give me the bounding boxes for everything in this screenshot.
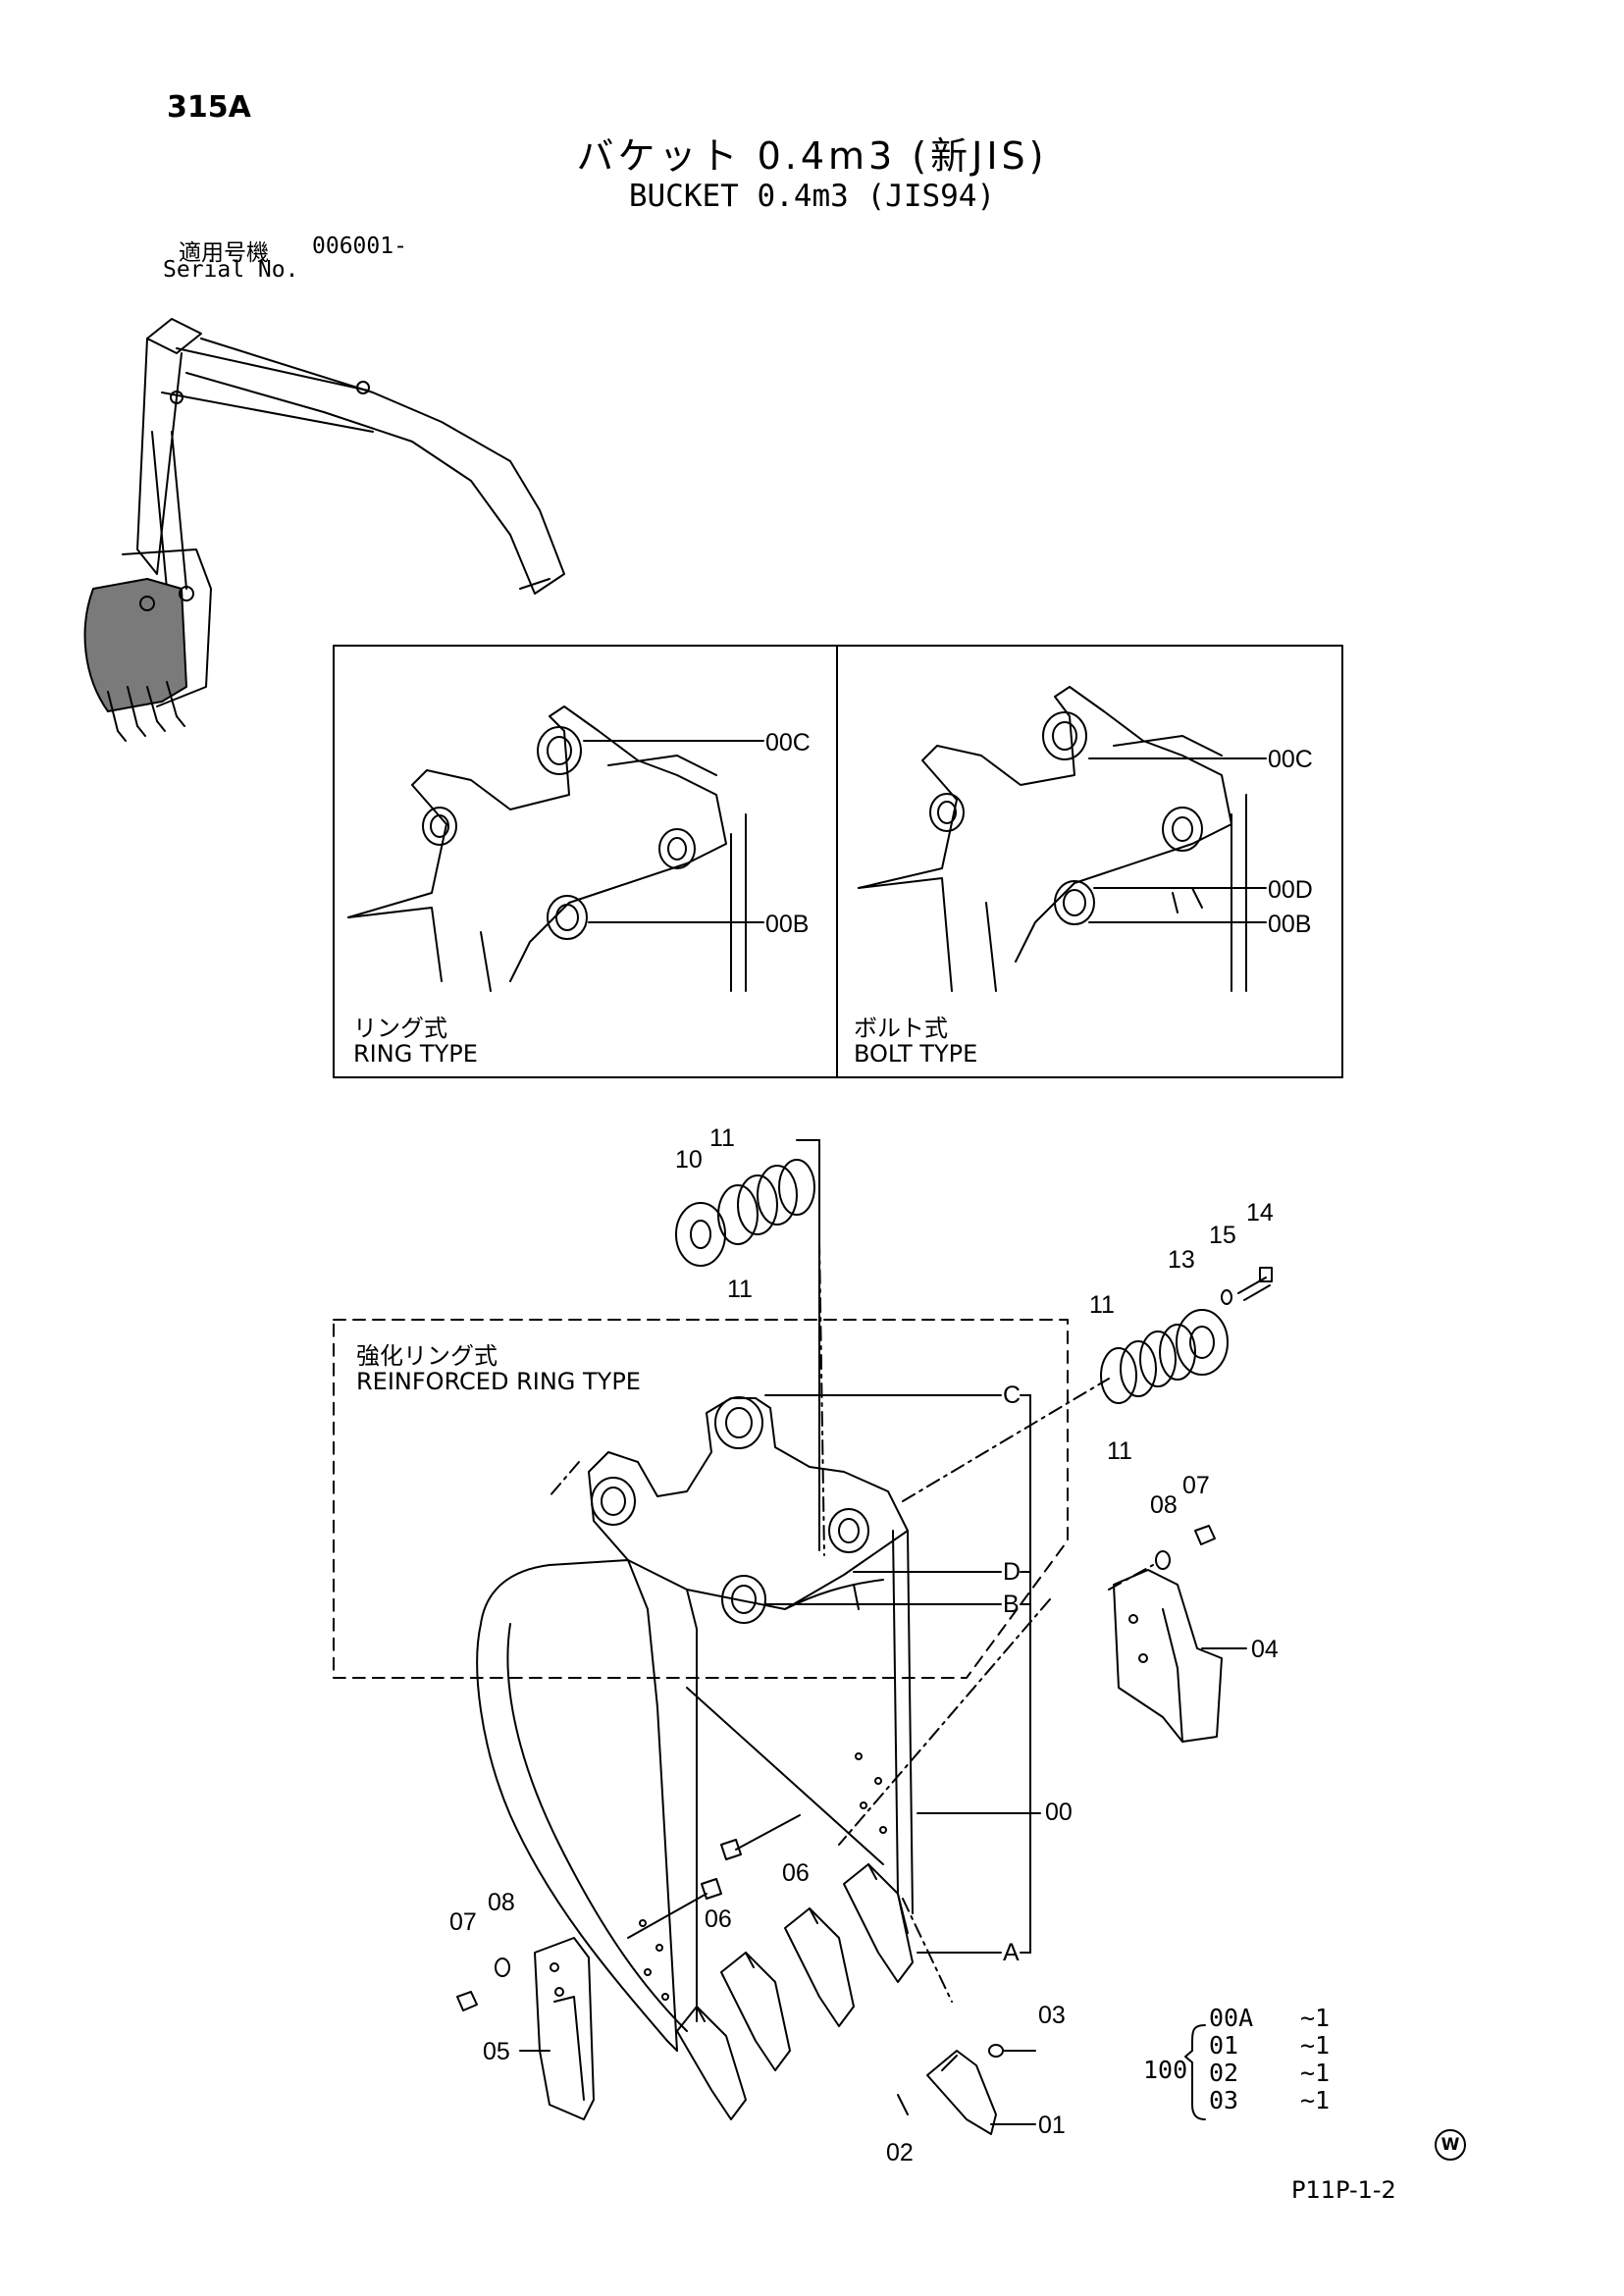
callout-11-right-bottom: 11 — [1107, 1437, 1132, 1465]
kit-item-qty: ~1 — [1300, 2031, 1331, 2060]
page-number: 315A — [167, 90, 251, 125]
callout-01: 01 — [1038, 2112, 1066, 2139]
callout-10: 10 — [675, 1146, 703, 1174]
callout-04: 04 — [1251, 1636, 1279, 1663]
bolt-type-label-english: BOLT TYPE — [854, 1040, 978, 1068]
kit-item-code: 03 — [1209, 2086, 1239, 2114]
callout-bolt-00d: 00D — [1268, 876, 1313, 904]
callout-07-left: 07 — [449, 1908, 477, 1936]
upper-ring-parts — [676, 1140, 819, 1550]
footer-w-mark: W — [1435, 2129, 1466, 2161]
callout-03: 03 — [1038, 2002, 1066, 2029]
callout-02: 02 — [886, 2139, 914, 2166]
callout-06-right: 06 — [782, 1859, 810, 1887]
callout-ring-00c: 00C — [765, 729, 811, 757]
footer-page-code: P11P-1-2 — [1291, 2176, 1396, 2204]
callout-00: 00 — [1045, 1799, 1073, 1826]
callout-13: 13 — [1168, 1246, 1195, 1274]
callout-06-left: 06 — [705, 1905, 732, 1933]
ring-type-bucket-drawing — [348, 706, 763, 991]
kit-item-qty: ~1 — [1300, 2059, 1331, 2087]
ring-type-label-japanese: リング式 — [353, 1015, 447, 1042]
callout-a: A — [1003, 1939, 1020, 1966]
callout-07-right: 07 — [1182, 1472, 1210, 1499]
callout-05: 05 — [483, 2038, 510, 2065]
excavator-arm-illustration — [85, 319, 564, 741]
bolt-type-bucket-drawing — [859, 687, 1266, 991]
callout-11-top: 11 — [709, 1124, 735, 1152]
serial-label-japanese: 適用号機 — [179, 240, 269, 266]
serial-value: 006001- — [312, 234, 407, 259]
right-ring-parts — [1101, 1268, 1272, 1403]
serial-label-english: Serial No. — [163, 257, 299, 283]
reinforced-label-english: REINFORCED RING TYPE — [356, 1368, 641, 1395]
callout-c: C — [1003, 1382, 1022, 1409]
callout-bolt-00b: 00B — [1268, 911, 1312, 938]
bolt-type-label-japanese: ボルト式 — [854, 1015, 948, 1042]
callout-b: B — [1003, 1591, 1020, 1618]
kit-number: 100 — [1143, 2056, 1188, 2084]
title-english: BUCKET 0.4m3 (JIS94) — [628, 179, 996, 214]
callout-14: 14 — [1246, 1199, 1274, 1226]
callout-08-right: 08 — [1150, 1491, 1178, 1519]
kit-item-qty: ~1 — [1300, 2004, 1331, 2032]
callout-11-bottom: 11 — [727, 1276, 753, 1303]
callout-11-right-top: 11 — [1089, 1291, 1115, 1319]
reinforced-ring-frame — [334, 1320, 1068, 1678]
callout-15: 15 — [1209, 1222, 1236, 1249]
kit-item-code: 01 — [1209, 2031, 1239, 2060]
kit-item-code: 00A — [1209, 2004, 1254, 2032]
main-bucket-drawing — [457, 1241, 1222, 2134]
title-japanese: バケット 0.4m3 (新JIS) — [576, 134, 1048, 178]
callout-bolt-00c: 00C — [1268, 746, 1313, 773]
kit-item-code: 02 — [1209, 2059, 1239, 2087]
ring-type-label-english: RING TYPE — [353, 1040, 478, 1068]
callout-d: D — [1003, 1558, 1022, 1586]
leader-lines — [520, 1395, 1246, 2124]
callout-08-left: 08 — [488, 1889, 515, 1916]
reinforced-label-japanese: 強化リング式 — [356, 1342, 498, 1370]
callout-ring-00b: 00B — [765, 911, 810, 938]
kit-item-qty: ~1 — [1300, 2086, 1331, 2114]
